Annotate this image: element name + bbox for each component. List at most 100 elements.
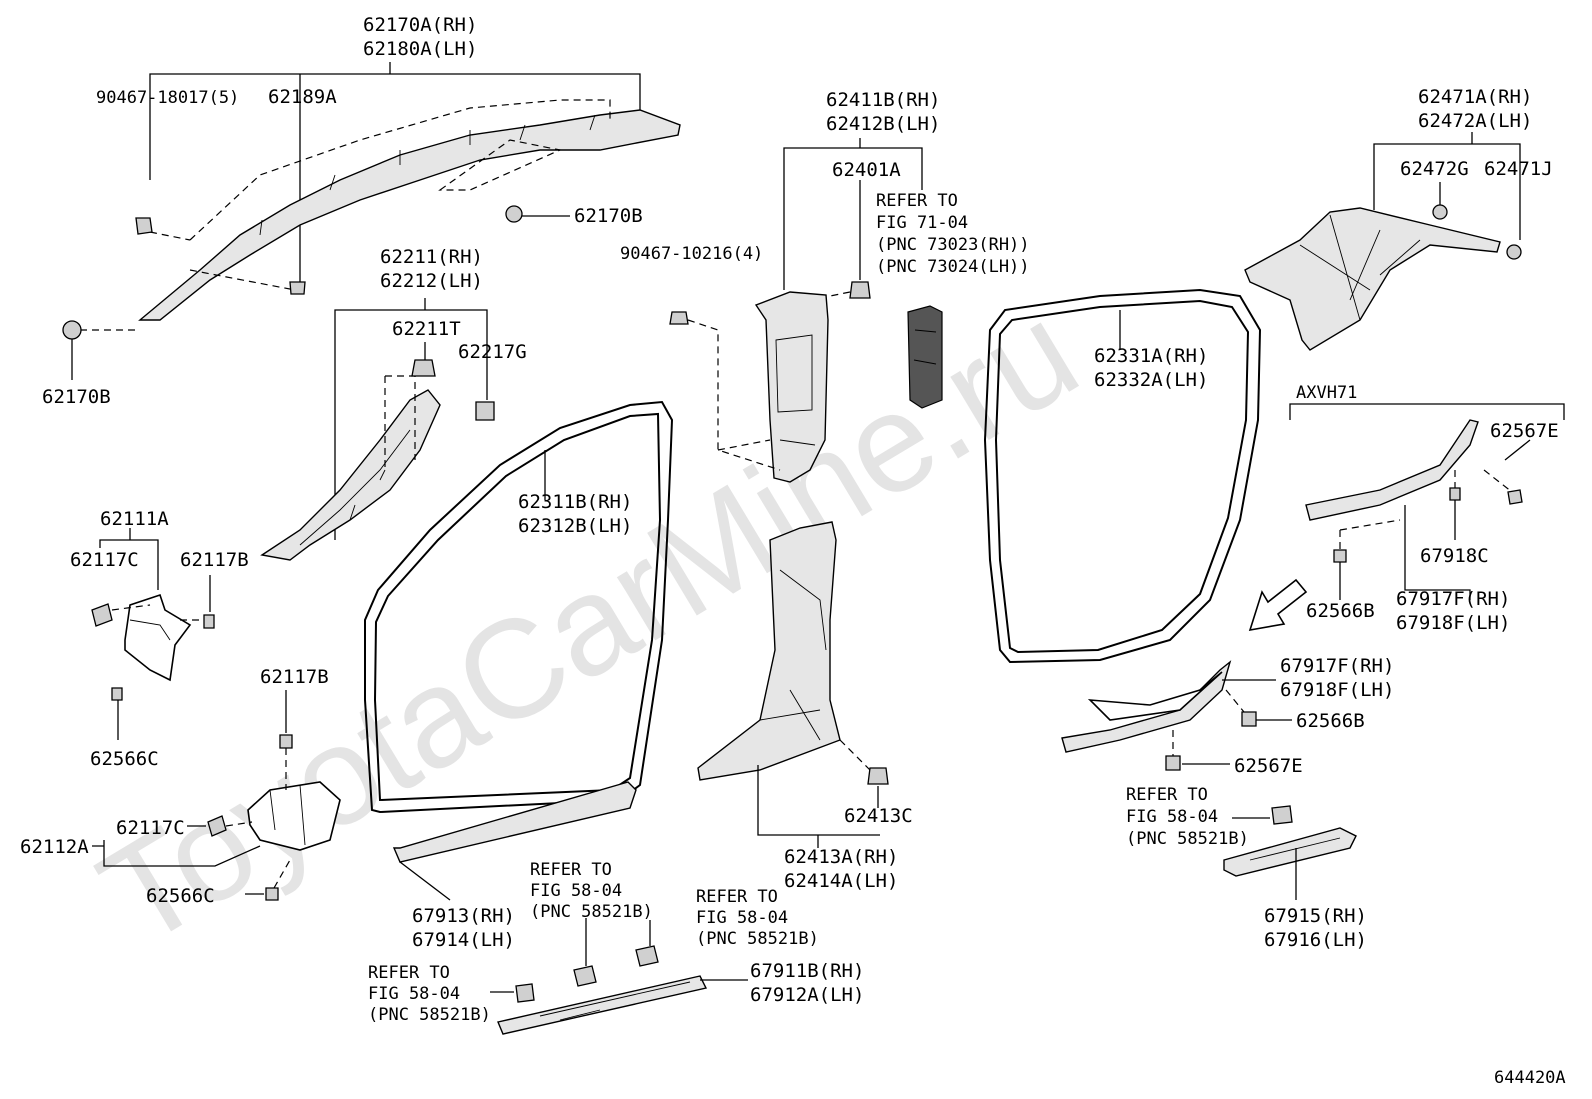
clip-90467-18017[interactable] bbox=[135, 217, 153, 235]
clip-sill-refer-b[interactable] bbox=[635, 945, 659, 967]
clip-62567e-mid[interactable] bbox=[1165, 755, 1181, 771]
center-pillar-upper-garnish[interactable] bbox=[754, 291, 829, 483]
clip-sill-refer-c[interactable] bbox=[515, 983, 535, 1003]
clip-62189a[interactable] bbox=[289, 281, 306, 295]
seat-belt-anchor-cover[interactable] bbox=[907, 305, 943, 409]
clip-62413c[interactable] bbox=[867, 767, 889, 785]
label-62117c-bot: 62117C bbox=[116, 817, 185, 839]
label-62412b-lh: 62412B(LH) bbox=[826, 113, 940, 135]
label-62180a-lh: 62180A(LH) bbox=[363, 38, 477, 60]
label-62117b-top: 62117B bbox=[180, 549, 249, 571]
label-62413c: 62413C bbox=[844, 805, 913, 827]
clip-62211t[interactable] bbox=[411, 359, 436, 377]
label-62566b-mid: 62566B bbox=[1296, 710, 1365, 732]
label-62567e-top: 62567E bbox=[1490, 420, 1559, 442]
label-refer-71-4: (PNC 73024(LH)) bbox=[876, 257, 1030, 277]
clip-rear-sill-refer[interactable] bbox=[1271, 805, 1293, 825]
label-62566c-top: 62566C bbox=[90, 748, 159, 770]
rear-door-scuff-plate[interactable] bbox=[1061, 660, 1232, 753]
rear-pillar-garnish-group bbox=[1244, 132, 1522, 351]
clip-62217g[interactable] bbox=[475, 401, 495, 421]
label-refer-a-1: REFER TO bbox=[530, 860, 612, 880]
label-67917f-top: 67917F(RH) bbox=[1396, 588, 1510, 610]
label-refer-b-3: (PNC 58521B) bbox=[696, 929, 819, 949]
label-axvh71: AXVH71 bbox=[1296, 383, 1357, 403]
a-pillar-garnish-group bbox=[260, 298, 495, 561]
label-62472g: 62472G bbox=[1400, 158, 1469, 180]
clip-62117c-top[interactable] bbox=[91, 603, 113, 627]
label-62413a-rh: 62413A(RH) bbox=[784, 846, 898, 868]
figure-id: 644420A bbox=[1494, 1068, 1566, 1088]
label-62170a-rh: 62170A(RH) bbox=[363, 14, 477, 36]
label-62211-rh: 62211(RH) bbox=[380, 246, 483, 268]
label-67913-rh: 67913(RH) bbox=[412, 905, 515, 927]
label-refer-a-3: (PNC 58521B) bbox=[530, 902, 653, 922]
label-67918f-mid: 67918F(LH) bbox=[1280, 679, 1394, 701]
label-67918c: 67918C bbox=[1420, 545, 1489, 567]
rear-door-weatherstrip[interactable] bbox=[983, 288, 1262, 664]
front-pillar-garnish[interactable] bbox=[260, 389, 441, 561]
clip-90467-10216[interactable] bbox=[669, 311, 689, 325]
label-67912a-lh: 67912A(LH) bbox=[750, 984, 864, 1006]
label-67916-lh: 67916(LH) bbox=[1264, 929, 1367, 951]
clip-62117b-top[interactable] bbox=[203, 614, 215, 629]
rear-pillar-garnish[interactable] bbox=[1244, 207, 1501, 351]
label-62566c-bot: 62566C bbox=[146, 885, 215, 907]
rear-sill-plate-group bbox=[1223, 805, 1357, 900]
clip-62117b-bot[interactable] bbox=[279, 734, 293, 749]
label-refer-c-2: FIG 58-04 bbox=[368, 984, 460, 1004]
clip-62566b-mid[interactable] bbox=[1241, 711, 1257, 727]
label-62112a: 62112A bbox=[20, 836, 89, 858]
cowl-side-trim-upper-group bbox=[91, 528, 215, 740]
forward-direction-arrow bbox=[1248, 578, 1308, 632]
label-62117c-top: 62117C bbox=[70, 549, 139, 571]
label-62311b-rh: 62311B(RH) bbox=[518, 491, 632, 513]
clip-62567e-top[interactable] bbox=[1507, 489, 1523, 505]
label-refer-a-2: FIG 58-04 bbox=[530, 881, 622, 901]
roof-side-garnish-group bbox=[62, 62, 681, 380]
label-62211t: 62211T bbox=[392, 318, 461, 340]
label-67914-lh: 67914(LH) bbox=[412, 929, 515, 951]
label-refer-d-2: FIG 58-04 bbox=[1126, 807, 1218, 827]
label-62117b-bot: 62117B bbox=[260, 666, 329, 688]
label-62170b-top: 62170B bbox=[574, 205, 643, 227]
clip-62566c-bot[interactable] bbox=[265, 887, 279, 901]
clip-62117c-bot[interactable] bbox=[207, 815, 227, 837]
label-62217g: 62217G bbox=[458, 341, 527, 363]
label-90467-18017: 90467-18017(5) bbox=[96, 88, 239, 108]
clip-62471j[interactable] bbox=[1506, 244, 1522, 260]
front-door-weatherstrip-group bbox=[364, 400, 674, 901]
label-refer-71-3: (PNC 73023(RH)) bbox=[876, 235, 1030, 255]
label-62411b-rh: 62411B(RH) bbox=[826, 89, 940, 111]
clip-62170b-left[interactable] bbox=[62, 320, 82, 340]
label-62170b-left: 62170B bbox=[42, 386, 111, 408]
clip-62566c-top[interactable] bbox=[111, 687, 123, 701]
label-62331a-rh: 62331A(RH) bbox=[1094, 345, 1208, 367]
label-refer-c-3: (PNC 58521B) bbox=[368, 1005, 491, 1025]
roof-side-garnish[interactable] bbox=[138, 109, 681, 321]
rear-door-scuff-plate-axvh71[interactable] bbox=[1305, 419, 1479, 521]
label-refer-71-1: REFER TO bbox=[876, 191, 958, 211]
label-62414a-lh: 62414A(LH) bbox=[784, 870, 898, 892]
label-67911b-rh: 67911B(RH) bbox=[750, 960, 864, 982]
rear-scuff-plate-group bbox=[1061, 660, 1292, 771]
clip-62566b-top[interactable] bbox=[1333, 549, 1347, 563]
clip-62401a[interactable] bbox=[849, 281, 871, 299]
label-62312b-lh: 62312B(LH) bbox=[518, 515, 632, 537]
label-62111a: 62111A bbox=[100, 508, 169, 530]
rear-door-sill-plate[interactable] bbox=[1223, 827, 1357, 877]
cowl-side-trim-upper[interactable] bbox=[124, 593, 192, 682]
clip-62472g[interactable] bbox=[1432, 204, 1448, 220]
label-62471j: 62471J bbox=[1484, 158, 1553, 180]
clip-67918c[interactable] bbox=[1449, 487, 1461, 501]
clip-62170b-top[interactable] bbox=[505, 205, 523, 223]
center-pillar-lower-group bbox=[697, 521, 889, 848]
clip-sill-refer-a[interactable] bbox=[573, 965, 597, 987]
label-67918f-top: 67918F(LH) bbox=[1396, 612, 1510, 634]
label-62401a: 62401A bbox=[832, 159, 901, 181]
label-62212-lh: 62212(LH) bbox=[380, 270, 483, 292]
label-62566b-top: 62566B bbox=[1306, 600, 1375, 622]
label-refer-b-2: FIG 58-04 bbox=[696, 908, 788, 928]
label-refer-c-1: REFER TO bbox=[368, 963, 450, 983]
